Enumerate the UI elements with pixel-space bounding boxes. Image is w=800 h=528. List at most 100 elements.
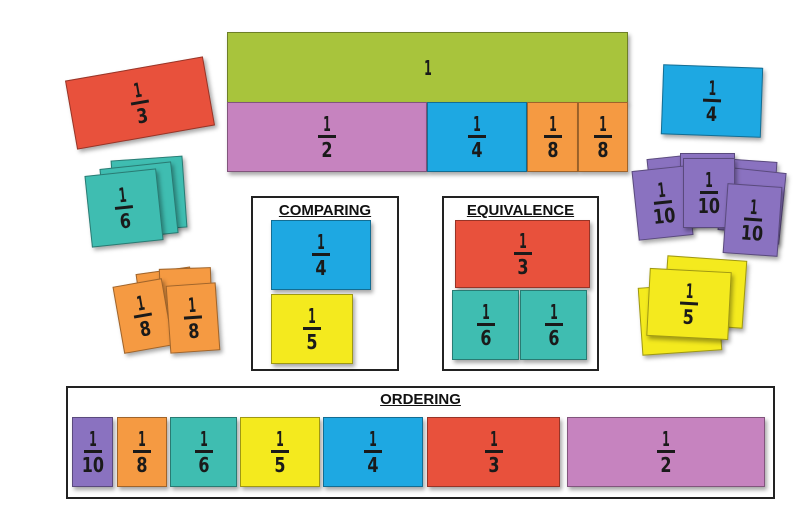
denominator: 8: [187, 318, 201, 344]
numerator: 1: [656, 177, 667, 203]
numerator: 1: [308, 304, 316, 328]
denominator: 10: [697, 194, 721, 218]
numerator: 1: [88, 427, 97, 451]
denominator: 5: [306, 330, 318, 354]
numerator: 1: [369, 427, 377, 451]
fraction-bar: [194, 450, 213, 453]
numerator: 1: [131, 77, 144, 103]
whole-bar-tile[interactable]: 1: [227, 32, 628, 103]
denominator: 5: [682, 304, 695, 330]
ordering-box: ORDERING: [66, 386, 775, 499]
denominator: 6: [547, 326, 560, 350]
denominator: 8: [137, 316, 153, 342]
numerator: 1: [187, 292, 197, 318]
denominator: 8: [136, 453, 148, 477]
denominator: 2: [660, 453, 672, 477]
fraction-bar: [484, 450, 503, 453]
fraction-bar: [271, 450, 289, 453]
fraction-bar: [543, 135, 562, 138]
denominator: 3: [487, 453, 500, 477]
comparing-box: COMPARING: [251, 196, 399, 371]
numerator: 1: [134, 290, 147, 316]
fraction-bar: [700, 191, 718, 194]
fraction-bar: [594, 135, 612, 138]
numerator: 1: [423, 55, 432, 80]
ordering-title: ORDERING: [380, 391, 461, 408]
denominator: 6: [197, 453, 210, 477]
numerator: 1: [549, 300, 558, 324]
denominator: 5: [274, 453, 286, 477]
numerator: 1: [117, 182, 128, 208]
denominator: 10: [81, 453, 104, 477]
numerator: 1: [489, 427, 498, 451]
numerator: 1: [748, 194, 759, 220]
denominator: 10: [739, 220, 764, 246]
numerator: 1: [708, 75, 717, 101]
numerator: 1: [323, 112, 331, 136]
fraction-bar: [476, 323, 495, 326]
denominator: 3: [134, 103, 150, 129]
numerator: 1: [473, 112, 481, 136]
comparing-title: COMPARING: [278, 202, 372, 219]
fraction-bar: [312, 253, 330, 256]
numerator: 1: [199, 427, 208, 451]
numerator: 1: [599, 112, 607, 136]
numerator: 1: [685, 278, 695, 304]
fraction-bar: [513, 252, 532, 255]
denominator: 4: [315, 256, 327, 280]
numerator: 1: [276, 427, 284, 451]
numerator: 1: [518, 229, 527, 253]
denominator: 8: [597, 138, 609, 162]
fraction-bar: [133, 450, 151, 453]
denominator: 6: [118, 208, 133, 234]
numerator: 1: [138, 427, 146, 451]
numerator: 1: [548, 112, 557, 136]
numerator: 1: [481, 300, 490, 324]
fraction-bar: [303, 327, 321, 330]
numerator: 1: [705, 168, 713, 192]
fraction-bar: [83, 450, 102, 453]
